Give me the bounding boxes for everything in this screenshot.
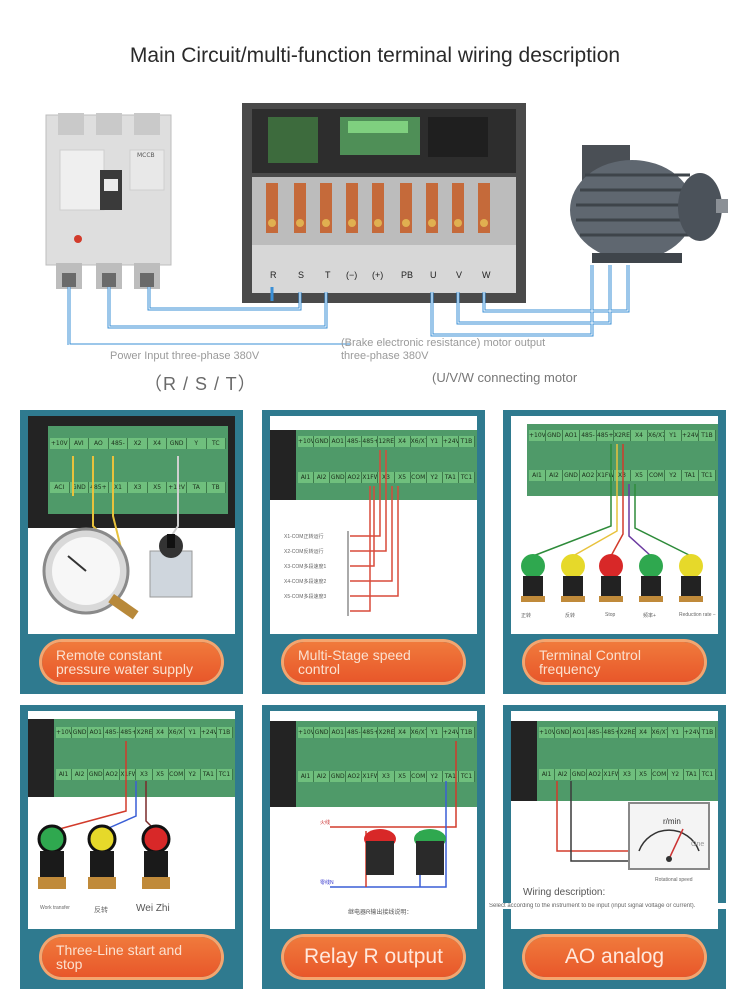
inverter-terminal-box: R S T (−) (+) PB U V W: [242, 103, 526, 303]
panel-1-graphics: [42, 456, 193, 620]
green-button-icon-2: [639, 554, 663, 602]
terminal-PB: PB: [401, 270, 413, 280]
panel-6-meter-unit: r/min: [663, 817, 681, 826]
panel-4-bottom-terminals: AI1AI2GNDAO2X1FWDX3X5COMY2TA1TC1: [56, 769, 234, 780]
panel-4-image: +10VGNDAO1485-485+X2REVX4X6/X7Y1+24VT1B …: [28, 711, 235, 929]
panel-2-note-5: X5-COM多段速度3: [284, 594, 327, 600]
panel-6-bottom-terminals: AI1AI2GNDAO2X1FWDX3X5COMY2TA1TC1: [539, 769, 717, 780]
terminal-V: V: [456, 270, 462, 280]
red-button-icon: [599, 554, 623, 602]
motor: [570, 145, 728, 263]
panel-5-label-button: Relay R output: [284, 937, 463, 977]
red-stop-button-icon: [141, 824, 171, 889]
yellow-button-icon: [561, 554, 585, 602]
panel-6-wiring-title: Wiring description:: [523, 887, 606, 898]
terminal-S: S: [298, 270, 304, 280]
panel-3-btn-label-1: 正转: [521, 613, 532, 619]
terminal-neg: (−): [346, 270, 357, 280]
terminal-pos: (+): [372, 270, 383, 280]
panel-2-wires: [347, 450, 399, 616]
selector-switch-icon: [149, 534, 193, 598]
panel-6-meter-corner: One: [691, 841, 705, 848]
brake-caption-line2: three-phase 380V: [341, 350, 429, 362]
yellow-button-icon: [87, 824, 117, 889]
panel-3-btn-label-2: 反转: [565, 613, 576, 619]
panel-6-wiring-desc: Select according to the instrument to be…: [489, 903, 741, 909]
panel-relay-r-output: +10VGNDAO1485-485+X2REVX4X6/X7Y1+24VT1B …: [262, 705, 485, 989]
green-button-icon: [521, 554, 545, 602]
panel-2-note-4: X4-COM多段速度2: [284, 579, 327, 585]
panel-4-btn-label-3: Wei Zhi: [136, 903, 170, 914]
panel-5-note-neutral: 零线N: [320, 880, 334, 886]
panel-3-image: +10VGNDAO1485-485+X2REVX4X6/X7Y1+24VT1B …: [511, 416, 718, 634]
panel-5-graphics: [330, 741, 457, 888]
terminal-R: R: [270, 270, 277, 280]
green-start-button-icon: [37, 824, 67, 889]
mccb-breaker: MCCB: [45, 113, 172, 289]
panel-6-label-button: AO analog: [525, 937, 704, 977]
panel-3-btn-label-3: Stop: [605, 612, 616, 618]
red-indicator-lamp-icon: [364, 829, 396, 875]
brake-caption: (Brake electronic resistance) motor outp…: [341, 337, 545, 363]
panel-5-bottom-terminals: AI1AI2GNDAO2X1FWDX3X5COMY2TA1TC1: [298, 771, 476, 782]
panel-3-btn-label-5: Reduction rate −: [679, 612, 716, 618]
mccb-label: MCCB: [137, 152, 155, 159]
terminal-W: W: [482, 270, 491, 280]
panel-5-desc: 继电器R输出接线说明：: [348, 910, 413, 916]
brake-caption-line1: (Brake electronic resistance) motor outp…: [341, 337, 546, 349]
panel-5-image: +10VGNDAO1485-485+X2REVX4X6/X7Y1+24VT1B …: [270, 711, 477, 929]
panel-3-graphics: [521, 444, 703, 602]
panel-three-line-start-stop: +10VGNDAO1485-485+X2REVX4X6/X7Y1+24VT1B …: [20, 705, 243, 989]
panel-6-image: +10VGNDAO1485-485+X2REVX4X6/X7Y1+24VT1B …: [511, 711, 718, 929]
panel-1-label-button: Remote constant pressure water supply: [42, 642, 221, 682]
panel-multi-stage-speed: +10VGNDAO1485-485+12REVX4X6/X7Y1+24VT1B …: [262, 410, 485, 694]
green-indicator-lamp-icon: [414, 829, 446, 875]
page-title: Main Circuit/multi-function terminal wir…: [129, 44, 621, 67]
panel-2-note-2: X2-COM反转运行: [284, 549, 324, 555]
main-circuit-diagram: MCCB R S T (−): [45, 103, 728, 345]
panel-3-btn-label-4: 频率+: [643, 613, 656, 619]
panel-4-graphics: [37, 741, 171, 889]
power-input-caption: Power Input three-phase 380V: [110, 350, 260, 362]
panel-2-bottom-terminals: AI1AI2GNDAO2X1FWDX3X5COMY2TA1TC1: [298, 472, 476, 483]
panel-2-label-button: Multi-Stage speed control: [284, 642, 463, 682]
uvw-caption: (U/V/W connecting motor: [432, 370, 578, 385]
panel-6-meter-label: Rotational speed: [655, 877, 693, 883]
panel-3-label-button: Terminal Control frequency: [525, 642, 704, 682]
pressure-gauge-icon: [42, 527, 139, 620]
panel-ao-analog: +10VGNDAO1485-485+X2REVX4X6/X7Y1+24VT1B …: [489, 705, 741, 989]
panel-5-note-live: 火线: [320, 820, 331, 826]
yellow-button-icon-2: [679, 554, 703, 602]
panel-4-btn-label-2: 反转: [94, 907, 108, 914]
rst-caption: （R / S / T）: [144, 374, 257, 394]
panel-2-image: +10VGNDAO1485-485+12REVX4X6/X7Y1+24VT1B …: [270, 416, 477, 634]
panel-2-note-3: X3-COM多段速度1: [284, 564, 327, 570]
terminal-T: T: [325, 270, 331, 280]
panel-2-note-1: X1-COM正转运行: [284, 534, 324, 540]
terminal-U: U: [430, 270, 437, 280]
panel-4-label-button: Three-Line start and stop: [42, 937, 221, 977]
panel-terminal-control-frequency: +10VGNDAO1485-485+X2REVX4X6/X7Y1+24VT1B …: [503, 410, 726, 694]
panel-4-btn-label-1: Work transfer: [40, 905, 70, 911]
speed-meter-icon: [628, 802, 710, 870]
panel-6-graphics: [556, 781, 710, 870]
